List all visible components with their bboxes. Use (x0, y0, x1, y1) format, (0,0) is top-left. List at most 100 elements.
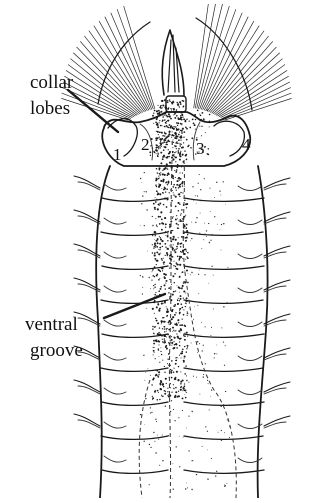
stipple-dot (179, 179, 180, 180)
stipple-dot (177, 285, 178, 286)
stipple-dot (177, 379, 179, 381)
stipple-dot (186, 375, 187, 376)
stipple-dot (160, 125, 162, 127)
stipple-dot (157, 242, 159, 244)
stipple-dot (162, 360, 163, 361)
stipple-dot (170, 340, 171, 341)
stipple-dot (171, 318, 173, 320)
stipple-dot (179, 292, 180, 293)
stipple-dot (200, 115, 202, 117)
stipple-dot (186, 251, 187, 252)
stipple-dot (187, 311, 188, 312)
stipple-dot (157, 302, 158, 303)
stipple-dot (216, 345, 217, 346)
stipple-dot (160, 147, 161, 148)
stipple-dot (179, 106, 180, 107)
stipple-dot (175, 206, 177, 208)
stipple-dot (185, 155, 187, 157)
stipple-dot (165, 106, 167, 108)
stipple-dot (178, 298, 179, 299)
stipple-dot (153, 248, 154, 249)
stipple-dot (161, 258, 163, 260)
stipple-dot (181, 114, 183, 116)
stipple-dot (223, 181, 224, 182)
stipple-dot (167, 388, 168, 389)
stipple-dot (184, 356, 186, 358)
stipple-dot (173, 216, 174, 217)
stipple-dot (184, 150, 185, 151)
segment-fold (238, 186, 262, 191)
stipple-dot (196, 474, 197, 475)
stipple-dot (158, 344, 159, 345)
stipple-dot (177, 179, 178, 180)
stipple-dot (169, 245, 170, 246)
stipple-dot (162, 133, 163, 134)
stipple-dot (166, 206, 168, 208)
stipple-dot (204, 223, 205, 224)
stipple-dot (195, 119, 196, 120)
stipple-dot (175, 177, 176, 178)
stipple-dot (178, 128, 180, 130)
stipple-dot (183, 137, 184, 138)
stipple-dot (186, 159, 187, 160)
stipple-dot (183, 309, 184, 310)
stipple-dot (178, 286, 180, 288)
stipple-dot (154, 300, 156, 302)
stipple-dot (162, 460, 163, 461)
stipple-dot (184, 120, 186, 122)
stipple-dot (195, 222, 196, 223)
stipple-dot (178, 210, 180, 212)
stipple-dot (181, 273, 182, 274)
stipple-dot (145, 372, 146, 373)
stipple-dot (172, 238, 174, 240)
stipple-dot (169, 130, 171, 132)
stipple-dot (178, 134, 180, 136)
stipple-dot (154, 284, 155, 285)
segment-fold (104, 456, 126, 462)
stipple-dot (142, 276, 143, 277)
stipple-dot (173, 126, 174, 127)
stipple-dot (168, 359, 169, 360)
stipple-dot (152, 235, 153, 236)
stipple-dot (174, 249, 175, 250)
stipple-dot (169, 162, 171, 164)
stipple-dot (200, 213, 201, 214)
stipple-dot (182, 410, 183, 411)
stipple-dot (169, 101, 170, 102)
stipple-dot (182, 172, 183, 173)
stipple-dot (199, 233, 200, 234)
stipple-dot (167, 231, 168, 232)
stipple-dot (154, 252, 156, 254)
stipple-dot (144, 191, 145, 192)
stipple-dot (175, 171, 177, 173)
stipple-dot (177, 104, 179, 106)
stipple-dot (184, 339, 186, 341)
stipple-dot (173, 192, 174, 193)
stipple-dot (209, 242, 211, 244)
stipple-dot (201, 248, 202, 249)
stipple-dot (169, 124, 171, 126)
stipple-dot (177, 125, 178, 126)
stipple-dot (162, 321, 163, 322)
stipple-dot (180, 192, 181, 193)
stipple-dot (183, 388, 185, 390)
stipple-dot (159, 327, 160, 328)
stipple-dot (157, 340, 159, 342)
stipple-dot (176, 169, 177, 170)
segment-fold (104, 252, 126, 258)
stipple-dot (175, 395, 177, 397)
stipple-dot (155, 184, 157, 186)
stipple-dot (175, 377, 177, 379)
stipple-dot (167, 248, 169, 250)
stipple-dot (185, 227, 187, 229)
stipple-dot (162, 270, 163, 271)
stipple-dot (140, 275, 141, 276)
stipple-dot (191, 238, 192, 239)
stipple-dot (175, 357, 176, 358)
stipple-dot (179, 186, 181, 188)
stipple-dot (158, 153, 159, 154)
stipple-dot (183, 290, 185, 292)
stipple-dot (165, 391, 166, 392)
stipple-dot (161, 324, 162, 325)
